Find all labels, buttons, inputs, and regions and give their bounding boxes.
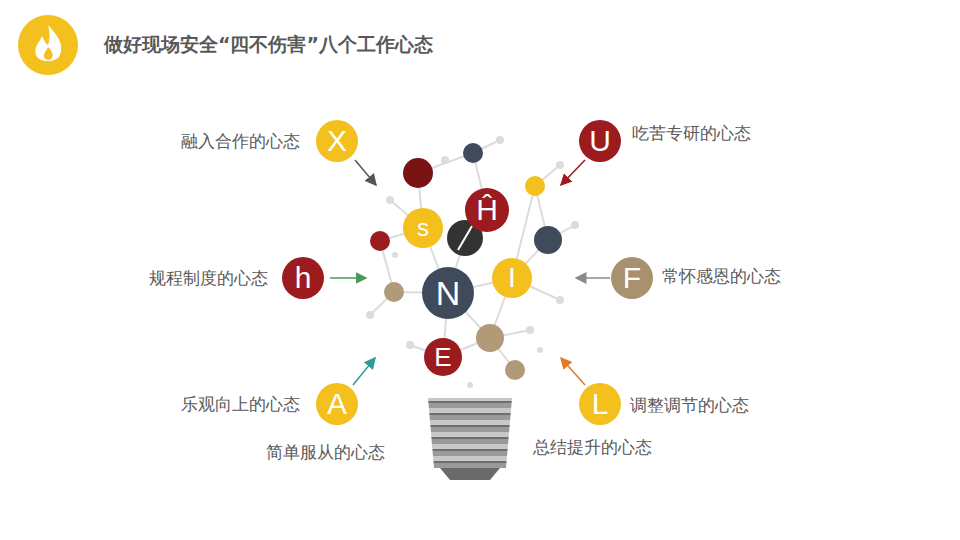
letter: I bbox=[508, 264, 516, 292]
mindset-label: 规程制度的心态 bbox=[149, 268, 268, 288]
header-icon bbox=[18, 15, 78, 75]
leader-arrow bbox=[355, 160, 376, 185]
letter: X bbox=[327, 126, 347, 156]
mindset-label: 总结提升的心态 bbox=[533, 437, 652, 457]
mindset-label: 吃苦专研的心态 bbox=[632, 123, 751, 143]
letter-circle: U bbox=[579, 120, 621, 162]
letter: E bbox=[434, 344, 451, 370]
network-lines bbox=[370, 140, 575, 370]
letter-circle: s bbox=[403, 208, 443, 248]
leader-arrow bbox=[561, 358, 585, 385]
letter: N bbox=[436, 276, 461, 310]
mindset-label: 常怀感恩的心态 bbox=[662, 266, 781, 286]
letter-circle: h bbox=[282, 257, 324, 299]
letter-circle: N bbox=[422, 267, 474, 319]
letter-circle: I bbox=[492, 258, 532, 298]
letter-circle: X bbox=[316, 120, 358, 162]
leader-arrow bbox=[330, 277, 366, 279]
letter-circle: A bbox=[316, 383, 358, 425]
mindset-label: 乐观向上的心态 bbox=[181, 394, 300, 414]
leader-arrow bbox=[576, 277, 610, 279]
bulb-base bbox=[428, 398, 512, 468]
letter: A bbox=[327, 389, 347, 419]
letter: Ĥ bbox=[476, 195, 498, 225]
letter: h bbox=[295, 263, 312, 293]
letter-circle: L bbox=[579, 383, 621, 425]
flame-symbol bbox=[35, 25, 61, 61]
letter: U bbox=[589, 126, 611, 156]
page-title: 做好现场安全“四不伤害”八个工作心态 bbox=[104, 32, 433, 58]
leader-arrow bbox=[561, 160, 585, 185]
leader-arrow bbox=[353, 358, 375, 385]
letter: s bbox=[417, 216, 429, 240]
mindset-label: 简单服从的心态 bbox=[266, 442, 385, 462]
letter: F bbox=[623, 263, 641, 293]
letter-circle: F bbox=[611, 257, 653, 299]
mindset-label: 调整调节的心态 bbox=[630, 395, 749, 415]
letter: L bbox=[592, 389, 609, 419]
mindset-label: 融入合作的心态 bbox=[181, 131, 300, 151]
letter-circle: E bbox=[424, 338, 462, 376]
letter-circle: Ĥ bbox=[465, 188, 509, 232]
